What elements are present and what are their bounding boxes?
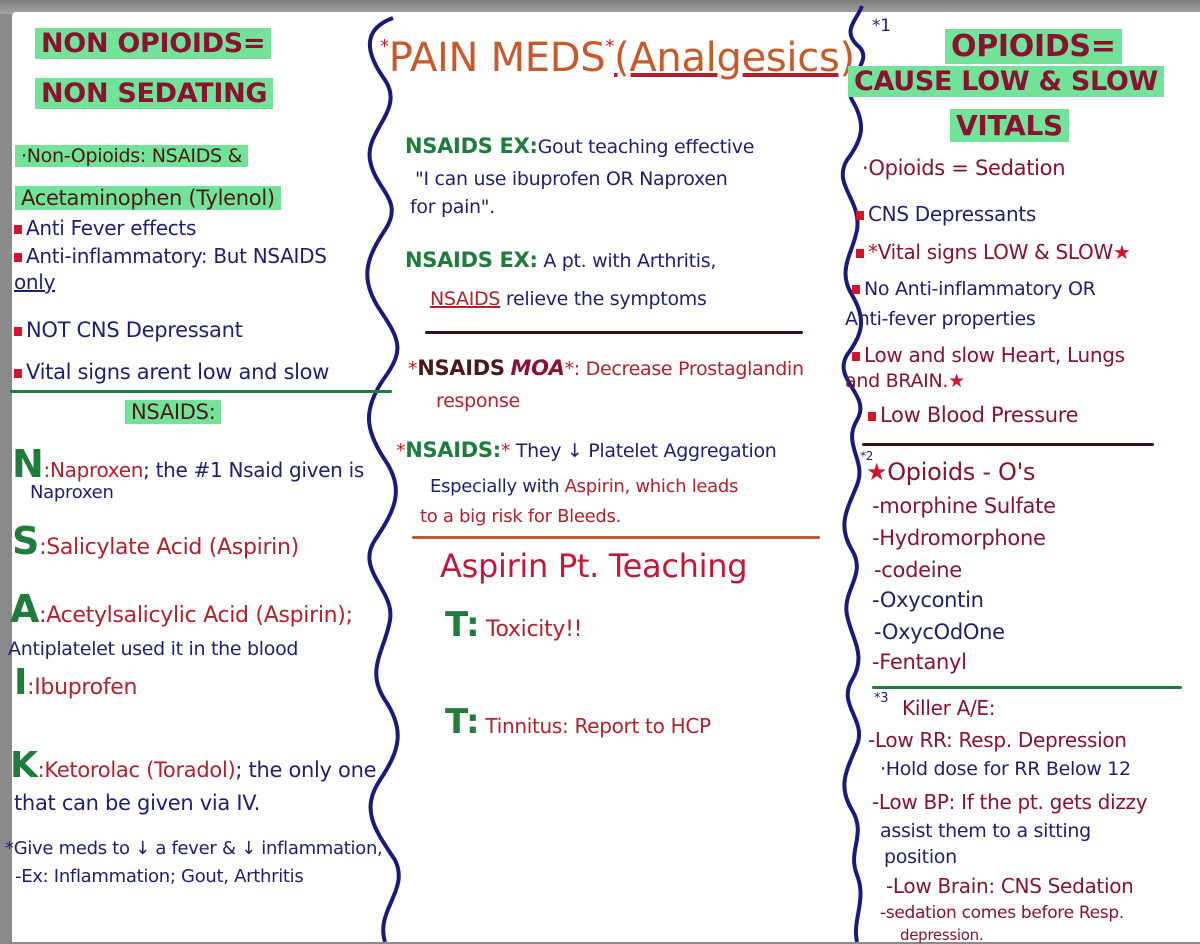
- mnemonic-n-line2: Naproxen: [30, 482, 114, 503]
- left-green-divider: [10, 390, 392, 393]
- bullet-icon: [14, 327, 22, 336]
- bullet-vitals-low-slow: *Vital signs LOW & SLOW★: [856, 242, 1131, 262]
- right-divider-1: [862, 443, 1154, 446]
- drug-oxycodone: -OxycOdOne: [874, 620, 1005, 644]
- right-title-line3: VITALS: [950, 109, 1069, 142]
- nsaids-platelet-line2: Especially with Aspirin, which leads: [430, 476, 739, 497]
- nsaids-example-2-line2: NSAIDS relieve the symptoms: [430, 288, 707, 310]
- non-opioids-intro-line2: Acetaminophen (Tylenol): [15, 186, 281, 210]
- mnemonic-k-line2: that can be given via IV.: [14, 791, 260, 815]
- marker-2: *2: [860, 449, 874, 463]
- right-title-line2: CAUSE LOW & SLOW: [848, 66, 1165, 97]
- drug-fentanyl: -Fentanyl: [872, 650, 967, 674]
- bullet-icon: [868, 412, 876, 421]
- teaching-tinnitus: T: Tinnitus: Report to HCP: [445, 702, 711, 742]
- killer-low-brain: -Low Brain: CNS Sedation: [886, 874, 1134, 898]
- mnemonic-n: N:Naproxen; the #1 Nsaid given is: [12, 442, 364, 486]
- bullet-icon: [856, 249, 864, 258]
- bullet-no-anti-inflammatory: No Anti-inflammatory OR: [852, 280, 1096, 299]
- nsaids-moa: *NSAIDS MOA*: Decrease Prostaglandin: [408, 356, 804, 380]
- mnemonic-a-line2: Antiplatelet used it in the blood: [8, 638, 299, 660]
- drug-oxycontin: -Oxycontin: [872, 588, 984, 612]
- bullet-anti-inflammatory: Anti-inflammatory: But NSAIDS: [14, 246, 327, 266]
- nsaids-example-1-line3: for pain".: [410, 196, 495, 218]
- non-opioids-intro-line1: ·Non-Opioids: NSAIDS &: [15, 145, 249, 167]
- drug-codeine: -codeine: [874, 558, 962, 582]
- bullet-icon: [14, 225, 22, 234]
- nsaids-heading: NSAIDS:: [125, 400, 222, 424]
- killer-low-bp-line2: assist them to a sitting: [880, 820, 1091, 842]
- bullet-anti-inflammatory-cont: only: [14, 270, 56, 294]
- left-title-line1: NON OPIOIDS=: [35, 28, 272, 59]
- page-title: *PAIN MEDS*(Analgesics): [380, 35, 855, 81]
- mnemonic-s: S:Salicylate Acid (Aspirin): [12, 519, 299, 563]
- left-wavy-divider: [365, 16, 401, 942]
- notes-sheet: [12, 12, 1200, 942]
- bullet-anti-fever: Anti Fever effects: [14, 218, 196, 238]
- aspirin-teaching-heading: Aspirin Pt. Teaching: [440, 547, 748, 585]
- nsaids-example-1-line2: "I can use ibuprofen OR Naproxen: [415, 168, 728, 190]
- marker-3: *3: [874, 691, 889, 706]
- bullet-not-cns: NOT CNS Depressant: [14, 320, 243, 341]
- middle-divider-2: [412, 536, 820, 539]
- footnote-line1: *Give meds to ↓ a fever & ↓ inflammation…: [5, 838, 383, 859]
- right-divider-2: [872, 686, 1182, 689]
- killer-sedation-before-line2: depression.: [900, 926, 984, 944]
- background-surface: [0, 0, 1200, 14]
- bullet-low-slow-organs: Low and slow Heart, Lungs: [852, 345, 1125, 365]
- left-title-line2: NON SEDATING: [35, 78, 274, 109]
- nsaids-moa-line2: response: [436, 390, 520, 412]
- killer-low-bp-line3: position: [884, 846, 957, 868]
- nsaids-example-2: NSAIDS EX: A pt. with Arthritis,: [405, 248, 717, 272]
- opioids-sedation: ·Opioids = Sedation: [862, 156, 1066, 180]
- bullet-icon: [14, 253, 22, 262]
- mnemonic-i: I:Ibuprofen: [14, 662, 138, 703]
- right-wavy-divider: [840, 5, 866, 942]
- bullet-low-slow-organs-cont: and BRAIN.★: [845, 370, 965, 392]
- right-title-line1: OPIOIDS=: [945, 29, 1122, 64]
- killer-low-rr: -Low RR: Resp. Depression: [868, 728, 1127, 752]
- mnemonic-k: K:Ketorolac (Toradol); the only one: [10, 745, 377, 786]
- bullet-icon: [852, 352, 860, 361]
- bullet-icon: [856, 211, 864, 220]
- mnemonic-a: A:Acetylsalicylic Acid (Aspirin);: [10, 587, 353, 631]
- middle-divider-1: [425, 331, 803, 334]
- bullet-vitals-not-low: Vital signs arent low and slow: [14, 362, 329, 383]
- teaching-toxicity: T: Toxicity!!: [445, 605, 583, 645]
- star-icon: ★: [866, 458, 888, 486]
- bullet-cns-depressants: CNS Depressants: [856, 204, 1036, 224]
- killer-hold-dose: ·Hold dose for RR Below 12: [880, 758, 1131, 780]
- killer-low-bp: -Low BP: If the pt. gets dizzy: [872, 790, 1148, 814]
- nsaids-example-1: NSAIDS EX:Gout teaching effective: [405, 134, 755, 158]
- nsaids-platelet-line3: to a big risk for Bleeds.: [420, 506, 622, 527]
- drug-morphine: -morphine Sulfate: [872, 494, 1056, 518]
- opioids-os-heading: ★Opioids - O's: [866, 458, 1036, 486]
- drug-hydromorphone: -Hydromorphone: [872, 526, 1046, 550]
- marker-1: *1: [872, 16, 891, 36]
- bullet-low-bp: Low Blood Pressure: [868, 405, 1079, 426]
- bullet-icon: [852, 285, 860, 294]
- footnote-line2: -Ex: Inflammation; Gout, Arthritis: [15, 866, 304, 887]
- bullet-icon: [14, 369, 22, 378]
- bullet-no-anti-inflammatory-cont: Anti-fever properties: [845, 308, 1036, 330]
- killer-ae-heading: Killer A/E:: [902, 696, 996, 720]
- nsaids-platelet: *NSAIDS:* They ↓ Platelet Aggregation: [396, 438, 777, 462]
- killer-sedation-before: -sedation comes before Resp.: [880, 903, 1124, 923]
